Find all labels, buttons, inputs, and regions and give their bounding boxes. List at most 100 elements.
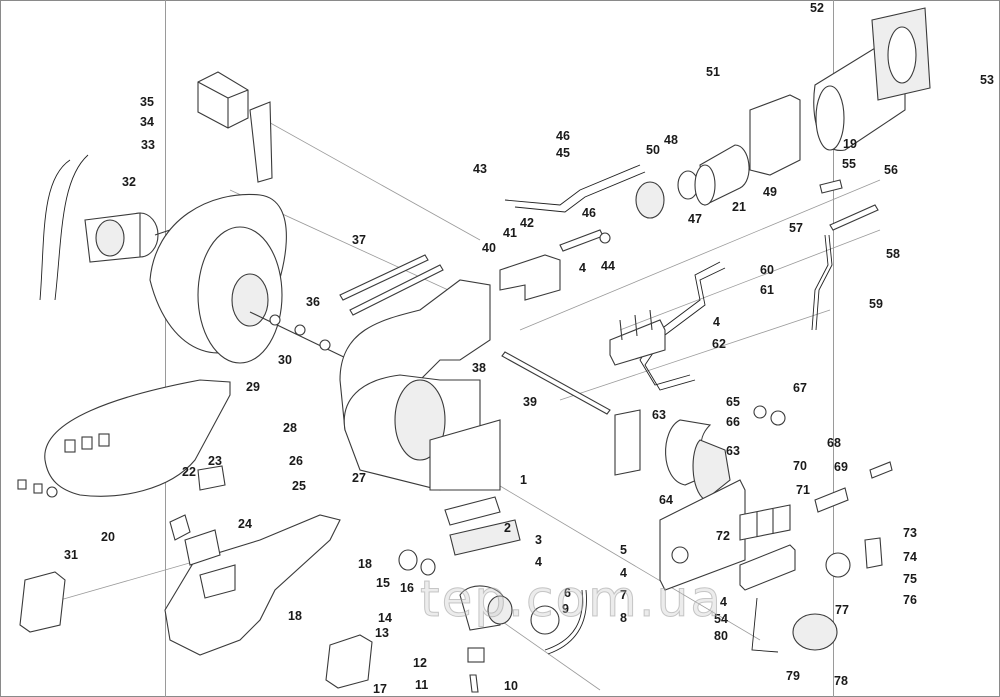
callout-80: 80 — [714, 629, 728, 643]
callout-1: 1 — [520, 473, 527, 487]
callout-62: 62 — [712, 337, 726, 351]
pump-connectors-part — [814, 461, 893, 513]
callout-12: 12 — [413, 656, 427, 670]
callout-18-top: 18 — [358, 557, 372, 571]
fan-motor-part — [84, 212, 171, 263]
flex-pipe-part — [544, 589, 587, 655]
callout-35: 35 — [140, 95, 154, 109]
return-pipe-part — [751, 597, 779, 653]
callout-49: 49 — [763, 185, 777, 199]
air-damper-parts — [753, 405, 786, 426]
pressure-gauge-part — [825, 552, 851, 578]
swirler-disc-part — [635, 170, 699, 219]
callout-23: 23 — [208, 454, 222, 468]
callout-53: 53 — [980, 73, 994, 87]
callout-46-top: 46 — [556, 129, 570, 143]
oil-pump-part — [792, 613, 838, 651]
callout-4-pipes: 4 — [713, 315, 720, 329]
callout-66: 66 — [726, 415, 740, 429]
callout-18-bottom: 18 — [288, 609, 302, 623]
callout-51: 51 — [706, 65, 720, 79]
callout-38: 38 — [472, 361, 486, 375]
electrodes-part — [559, 229, 611, 252]
callout-3: 3 — [535, 533, 542, 547]
callout-39: 39 — [523, 395, 537, 409]
callout-50: 50 — [646, 143, 660, 157]
callout-10: 10 — [504, 679, 518, 693]
callout-64: 64 — [659, 493, 673, 507]
callout-21: 21 — [732, 200, 746, 214]
guide-rods-part — [339, 254, 444, 316]
callout-61: 61 — [760, 283, 774, 297]
callout-71: 71 — [796, 483, 810, 497]
callout-25: 25 — [292, 479, 306, 493]
callout-4-pump-right: 4 — [620, 566, 627, 580]
callout-72: 72 — [716, 529, 730, 543]
callout-17: 17 — [373, 682, 387, 696]
callout-9: 9 — [562, 602, 569, 616]
callout-60: 60 — [760, 263, 774, 277]
callout-59: 59 — [869, 297, 883, 311]
ignition-cables-part — [504, 164, 646, 213]
burner-body-part — [339, 279, 501, 491]
callout-67: 67 — [793, 381, 807, 395]
callout-54: 54 — [714, 612, 728, 626]
callout-28: 28 — [283, 421, 297, 435]
callout-7: 7 — [620, 588, 627, 602]
callout-40: 40 — [482, 241, 496, 255]
combustion-head-part — [694, 144, 750, 206]
callout-34: 34 — [140, 115, 154, 129]
callout-55: 55 — [842, 157, 856, 171]
callout-19: 19 — [843, 137, 857, 151]
callout-52: 52 — [810, 1, 824, 15]
callout-6: 6 — [564, 586, 571, 600]
callout-48: 48 — [664, 133, 678, 147]
callout-36: 36 — [306, 295, 320, 309]
callout-43: 43 — [473, 162, 487, 176]
callout-68: 68 — [827, 436, 841, 450]
callout-2: 2 — [504, 521, 511, 535]
callout-44: 44 — [601, 259, 615, 273]
callout-63-left: 63 — [652, 408, 666, 422]
callout-58: 58 — [886, 247, 900, 261]
relay-detail-part — [19, 571, 373, 689]
callout-78: 78 — [834, 674, 848, 688]
guide-line-left — [165, 0, 166, 697]
mounting-flange-part — [871, 7, 931, 101]
callout-11: 11 — [415, 678, 429, 692]
callout-57: 57 — [789, 221, 803, 235]
servo-motor-part — [197, 71, 273, 183]
burner-cover-part — [17, 379, 231, 498]
air-grid-part — [444, 496, 521, 556]
callout-37: 37 — [352, 233, 366, 247]
callout-14: 14 — [378, 611, 392, 625]
head-housing-part — [749, 94, 801, 176]
filter-part — [398, 549, 436, 576]
callout-65: 65 — [726, 395, 740, 409]
electrode-rail-part — [819, 179, 879, 231]
cam-assembly-part — [665, 419, 731, 501]
valve-block-part — [739, 544, 796, 591]
callout-75: 75 — [903, 572, 917, 586]
callout-20: 20 — [101, 530, 115, 544]
bracket-part — [499, 254, 561, 301]
callout-4-pump-left: 4 — [535, 555, 542, 569]
callout-4-block: 4 — [720, 595, 727, 609]
callout-24: 24 — [238, 517, 252, 531]
adjusting-rod-part — [501, 351, 611, 415]
callout-76: 76 — [903, 593, 917, 607]
callout-77: 77 — [835, 603, 849, 617]
base-frame-part — [164, 514, 341, 656]
callout-29: 29 — [246, 380, 260, 394]
pressure-switch-part — [864, 537, 883, 569]
callout-26: 26 — [289, 454, 303, 468]
wires-part — [39, 154, 89, 301]
callout-32: 32 — [122, 175, 136, 189]
control-box-part — [169, 465, 226, 566]
callout-73: 73 — [903, 526, 917, 540]
callout-41: 41 — [503, 226, 517, 240]
callout-69: 69 — [834, 460, 848, 474]
callout-15: 15 — [376, 576, 390, 590]
